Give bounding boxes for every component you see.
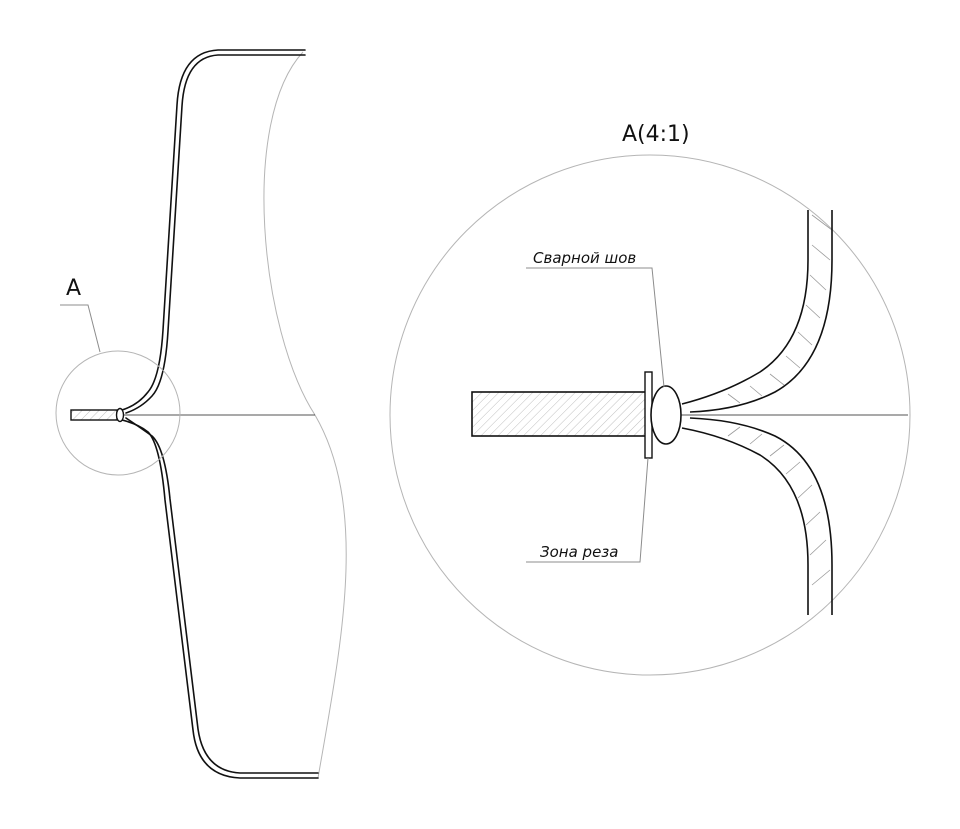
detail-circle-large: [389, 154, 911, 676]
weld-bead-large: [650, 385, 682, 445]
flange-strip: [70, 409, 118, 421]
callout-leader: [60, 304, 101, 353]
upper-wall-hatch: [727, 214, 833, 404]
detail-title: A(4:1): [622, 122, 690, 147]
upper-wall-outer: [681, 210, 809, 405]
lower-shell-outer: [121, 419, 319, 779]
upper-shell-inner: [125, 54, 306, 414]
lower-wall-hatch: [727, 426, 831, 586]
lower-wall-outer: [681, 427, 809, 615]
main-view: A: [55, 49, 347, 779]
detail-circle-small: [55, 350, 181, 476]
flange-strip-detail: [471, 391, 651, 437]
lower-wall-inner: [689, 417, 833, 615]
cut-zone-note: Зона реза: [540, 543, 618, 561]
callout-letter: A: [66, 276, 81, 301]
weld-leader: [526, 267, 665, 388]
weld-bead-small: [115, 407, 125, 423]
upper-wall-inner: [689, 210, 833, 413]
lower-shell-inner: [125, 417, 319, 774]
detail-view: A(4:1) Сварной шов Зона реза: [389, 122, 911, 676]
cut-zone-leader: [526, 457, 649, 563]
upper-shell-outer: [121, 49, 306, 411]
weld-note: Сварной шов: [533, 249, 636, 267]
